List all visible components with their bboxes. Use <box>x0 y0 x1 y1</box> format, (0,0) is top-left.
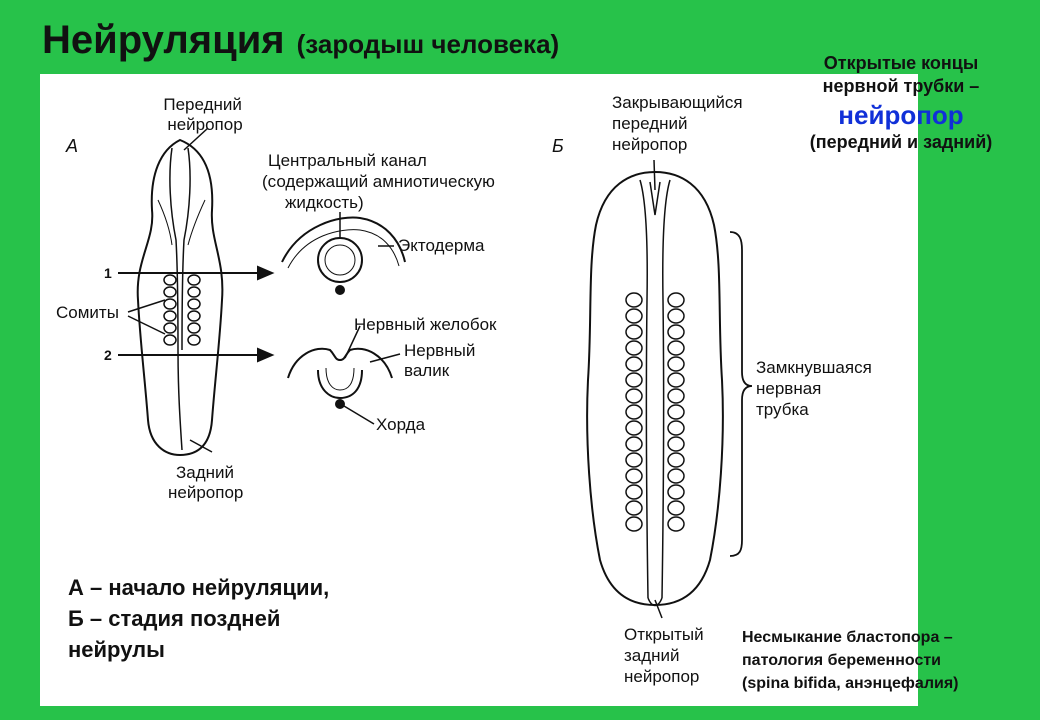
figure-panel <box>40 74 918 706</box>
section-1-number: 1 <box>104 265 112 281</box>
section-arrows <box>118 265 275 363</box>
front-neuropore-label: Передний нейропор <box>163 95 246 134</box>
ectoderm-label: Эктодерма <box>398 236 485 255</box>
closed-tube-label: Замкнувшаяся нервная трубка <box>756 358 877 419</box>
back-neuropore-label: Задний нейропор <box>168 463 243 502</box>
blastopore-note: Несмыкание бластопора – патология береме… <box>742 629 959 693</box>
neuropore-note-line-2: нервной трубки – <box>822 76 980 97</box>
pointers-b <box>653 159 663 619</box>
neural-fold-label: Нервный валик <box>404 341 480 380</box>
cross-section-2 <box>287 347 393 409</box>
stages-caption: А – начало нейруляции, Б – стадия поздне… <box>68 575 330 663</box>
chorda-label: Хорда <box>376 415 426 434</box>
neuropore-note-line-1: Открытые концы <box>823 53 979 73</box>
embryo-a <box>136 138 224 457</box>
somites-b <box>625 292 685 532</box>
central-canal-label: Центральный канал (содержащий амниотичес… <box>262 151 500 212</box>
closing-neuropore-label: Закрывающийся передний нейропор <box>612 93 747 154</box>
title-subtitle: (зародыш человека) <box>296 29 560 59</box>
page-title: Нейруляция (зародыш человека) <box>42 18 559 63</box>
somites-label: Сомиты <box>56 303 119 322</box>
closed-tube-bracket <box>729 231 753 557</box>
open-neuropore-label: Открытый задний нейропор <box>624 625 708 686</box>
figure-b-letter: Б <box>552 136 564 156</box>
neural-groove-label: Нервный желобок <box>354 315 497 334</box>
somite-pointers <box>127 299 166 335</box>
pointers-a <box>183 127 401 453</box>
embryo-b <box>586 170 724 607</box>
figure-a-letter: А <box>65 136 78 156</box>
neuropore-note: Открытые концы нервной трубки – нейропор… <box>770 52 1032 155</box>
neuropore-note-line-3: (передний и задний) <box>809 132 993 153</box>
title-main: Нейруляция <box>42 18 285 62</box>
section-2-number: 2 <box>104 347 112 363</box>
somites-a <box>163 274 201 346</box>
cross-section-1 <box>281 216 406 295</box>
neuropore-highlight: нейропор <box>838 99 964 130</box>
